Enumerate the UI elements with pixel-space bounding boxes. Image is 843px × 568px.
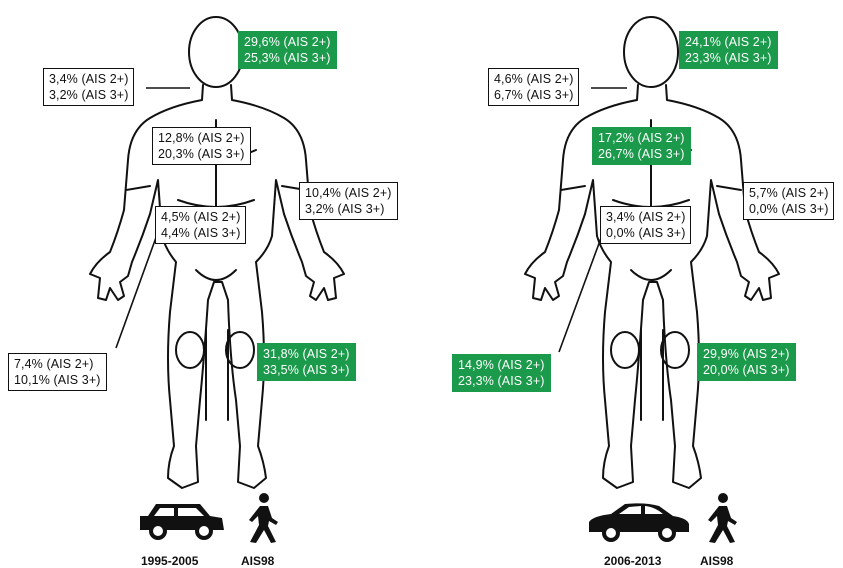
- label-thorax: 17,2% (AIS 2+)26,7% (AIS 3+): [592, 127, 691, 165]
- label-head: 24,1% (AIS 2+)23,3% (AIS 3+): [679, 31, 778, 69]
- caption-standard: AIS98: [700, 554, 733, 568]
- label-neck: 3,4% (AIS 2+)3,2% (AIS 3+): [43, 68, 134, 106]
- car-new-icon: [585, 500, 691, 544]
- label-arms: 10,4% (AIS 2+)3,2% (AIS 3+): [299, 182, 398, 220]
- label-legs: 31,8% (AIS 2+)33,5% (AIS 3+): [257, 343, 356, 381]
- label-arms: 5,7% (AIS 2+)0,0% (AIS 3+): [743, 182, 834, 220]
- caption-period: 1995-2005: [141, 554, 198, 568]
- label-pelvis: 7,4% (AIS 2+)10,1% (AIS 3+): [8, 353, 107, 391]
- car-old-icon: [134, 500, 228, 544]
- label-neck: 4,6% (AIS 2+)6,7% (AIS 3+): [488, 68, 579, 106]
- caption-period: 2006-2013: [604, 554, 661, 568]
- human-body-outline: [423, 0, 843, 567]
- pedestrian-icon: [699, 492, 741, 544]
- label-abdomen: 3,4% (AIS 2+)0,0% (AIS 3+): [600, 206, 691, 244]
- label-abdomen: 4,5% (AIS 2+)4,4% (AIS 3+): [155, 206, 246, 244]
- label-thorax: 12,8% (AIS 2+)20,3% (AIS 3+): [152, 127, 251, 165]
- label-legs: 29,9% (AIS 2+)20,0% (AIS 3+): [697, 343, 796, 381]
- panel-1995-2005: 29,6% (AIS 2+)25,3% (AIS 3+) 3,4% (AIS 2…: [0, 0, 420, 567]
- label-head: 29,6% (AIS 2+)25,3% (AIS 3+): [238, 31, 337, 69]
- caption-standard: AIS98: [241, 554, 274, 568]
- pedestrian-icon: [240, 492, 282, 544]
- label-pelvis: 14,9% (AIS 2+)23,3% (AIS 3+): [452, 354, 551, 392]
- panel-2006-2013: 24,1% (AIS 2+)23,3% (AIS 3+) 4,6% (AIS 2…: [423, 0, 843, 567]
